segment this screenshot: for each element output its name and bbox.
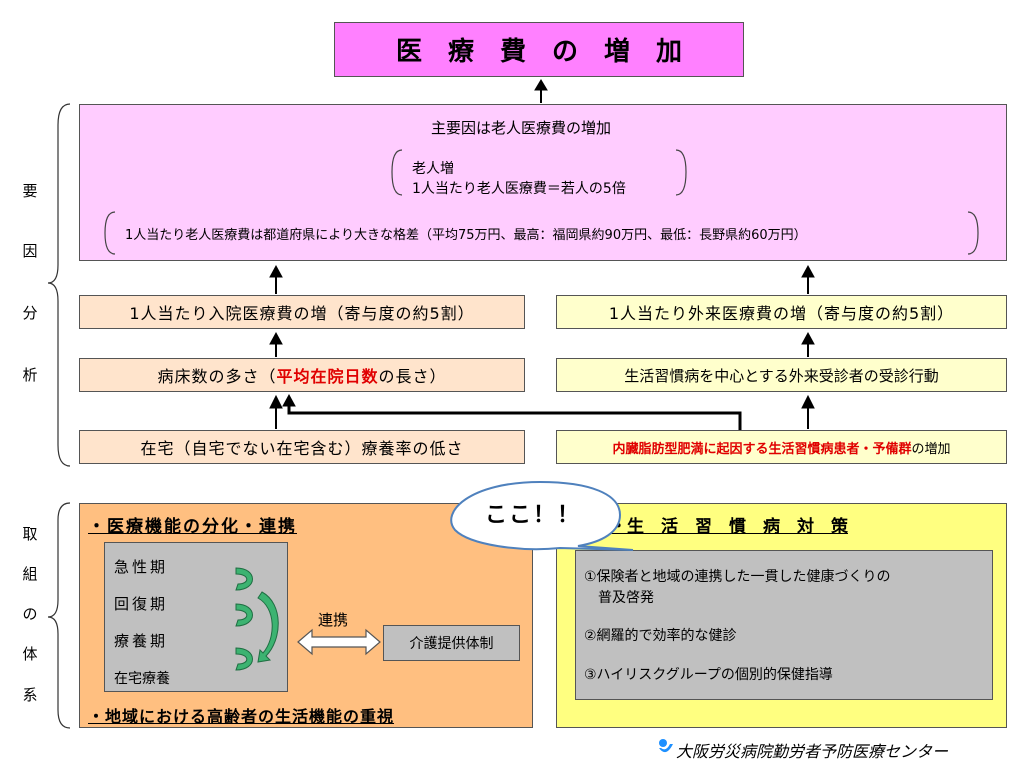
phase-recuperation: 療養期: [114, 632, 169, 650]
inpatient-cost-text: 1人当たり入院医療費の増（寄与度の約5割）: [129, 304, 475, 323]
link-label: 連携: [318, 611, 349, 629]
measure-item-2: ②網羅的で効率的な健診: [584, 628, 737, 644]
elderly-ratio-text: 1人当たり老人医療費＝若人の5倍: [412, 181, 626, 197]
side-label-analysis-4: 析: [22, 366, 38, 384]
bed-count-box: 病床数の多さ（平均在院日数の長さ）: [79, 358, 525, 392]
title-text: 医 療 費 の 増 加: [395, 37, 682, 67]
main-factor-box: [79, 104, 1007, 261]
care-system-box: 介護提供体制: [383, 625, 520, 661]
bed-count-prefix: 病床数の多さ（: [157, 367, 277, 386]
footer-organization: 大阪労災病院勤労者予防医療センター: [676, 742, 949, 761]
brace-measures: [47, 502, 71, 729]
phase-acute: 急性期: [114, 558, 169, 576]
side-label-measures-5: 系: [22, 686, 38, 704]
arrow-inpatient-up: [269, 264, 283, 294]
arrow-beds-up: [269, 331, 283, 357]
side-label-measures-1: 取: [22, 525, 38, 543]
arrow-to-title: [534, 79, 548, 103]
care-system-text: 介護提供体制: [409, 636, 494, 652]
measure-item-3: ③ハイリスクグループの個別的保健指導: [584, 667, 833, 683]
side-label-measures-3: の: [22, 605, 38, 623]
home-care-box: 在宅（自宅でない在宅含む）療養率の低さ: [79, 430, 525, 464]
arrow-metabolic-up: [801, 394, 815, 429]
visit-behavior-box: 生活習慣病を中心とする外来受診者の受診行動: [556, 358, 1007, 392]
arrow-outpatient-up: [801, 264, 815, 294]
side-label-analysis-2: 因: [22, 242, 38, 260]
arrow-homecare-up: [269, 394, 283, 429]
side-label-measures-2: 組: [22, 565, 38, 583]
main-factor-text: 主要因は老人医療費の増加: [431, 119, 612, 137]
medical-function-title: ・医療機能の分化・連携: [88, 517, 297, 537]
outpatient-cost-text: 1人当たり外来医療費の増（寄与度の約5割）: [608, 304, 955, 323]
inpatient-cost-box: 1人当たり入院医療費の増（寄与度の約5割）: [79, 295, 525, 329]
metabolic-suffix: の増加: [911, 441, 951, 457]
elderly-increase-text: 老人増: [412, 161, 454, 177]
measures-panel: [575, 550, 993, 700]
metabolic-highlight: 内臓脂肪型肥満に起因する生活習慣病患者・予備群: [612, 441, 912, 457]
title-box: 医 療 費 の 増 加: [334, 22, 744, 77]
footer-logo-icon-svg: [659, 739, 673, 753]
elderly-function-text: ・地域における高齢者の生活機能の重視: [88, 707, 395, 726]
arrow-metabolic-to-beds: [282, 393, 742, 430]
side-label-analysis-3: 分: [22, 304, 38, 322]
measure-item-1-cont: 普及啓発: [598, 590, 654, 606]
arrow-behavior-up: [801, 331, 815, 357]
side-label-measures-4: 体: [22, 645, 38, 663]
avg-stay-highlight: 平均在院日数: [276, 367, 379, 386]
callout-text: ここ！！: [485, 503, 582, 528]
regional-gap-text: 1人当たり老人医療費は都道府県により大きな格差（平均75万円、最高：福岡県約90…: [125, 228, 807, 243]
metabolic-box: 内臓脂肪型肥満に起因する生活習慣病患者・予備群の増加: [556, 430, 1007, 464]
footer-logo-icon: [658, 738, 674, 756]
phase-home: 在宅療養: [114, 671, 170, 687]
lifestyle-disease-title: ・生 活 習 慣 病 対 策: [610, 517, 848, 537]
visit-behavior-text: 生活習慣病を中心とする外来受診者の受診行動: [624, 366, 939, 385]
brace-analysis: [47, 103, 71, 467]
home-care-text: 在宅（自宅でない在宅含む）療養率の低さ: [140, 439, 464, 458]
measure-item-1: ①保険者と地域の連携した一貫した健康づくりの: [584, 569, 891, 585]
outpatient-cost-box: 1人当たり外来医療費の増（寄与度の約5割）: [556, 295, 1007, 329]
side-label-analysis-1: 要: [22, 182, 38, 200]
bed-count-suffix: の長さ）: [378, 367, 447, 386]
phase-recovery: 回復期: [114, 595, 169, 613]
